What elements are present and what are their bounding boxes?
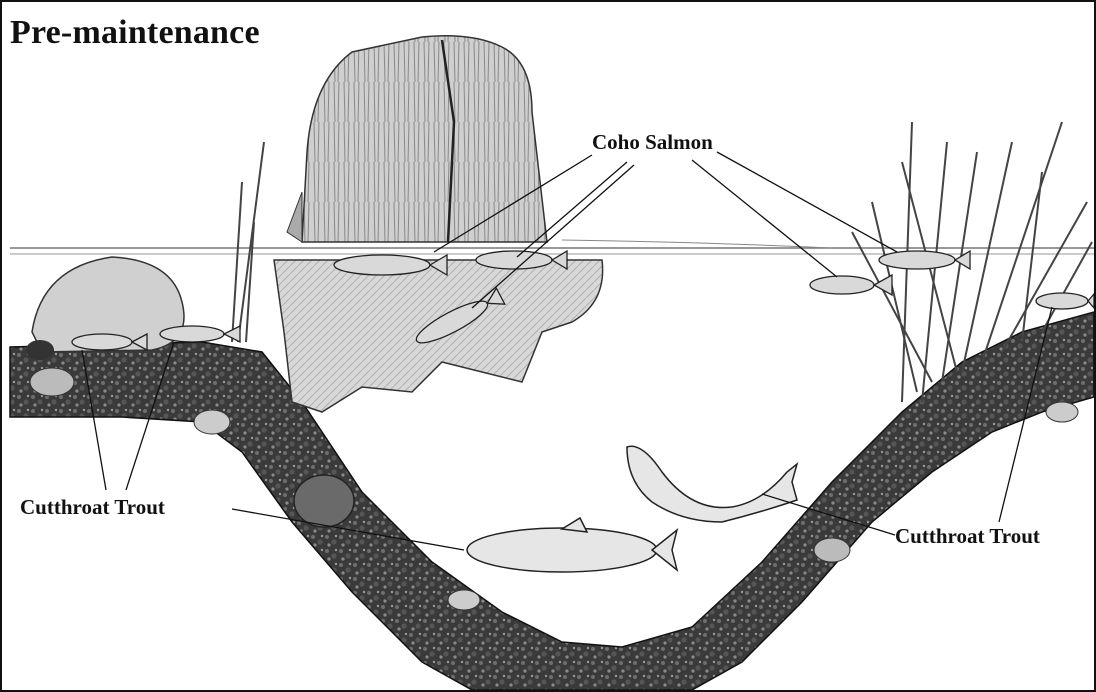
cutthroat-adult-1 <box>467 518 677 572</box>
cutthroat-adult-2 <box>627 446 797 522</box>
diagram-title: Pre-maintenance <box>10 14 260 52</box>
tree-stump <box>287 36 547 242</box>
label-cutthroat-trout-left: Cutthroat Trout <box>20 495 165 520</box>
gravel-streambed <box>10 312 1094 690</box>
cutthroat-trout-adults <box>467 446 797 572</box>
label-coho-salmon: Coho Salmon <box>592 130 713 155</box>
left-bank-rocks <box>26 142 264 360</box>
label-cutthroat-trout-right: Cutthroat Trout <box>895 524 1040 549</box>
cutthroat-fry-2 <box>160 326 240 342</box>
coho-fish-4 <box>810 275 892 295</box>
cutthroat-fry-3 <box>1036 293 1094 309</box>
